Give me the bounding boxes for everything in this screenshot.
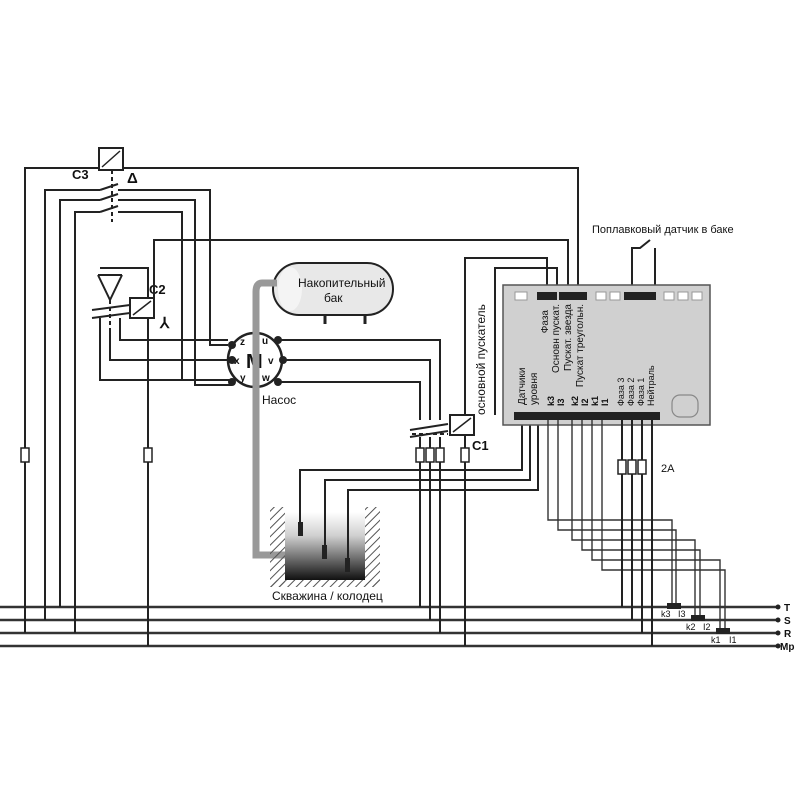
fuse-icon [460, 447, 470, 463]
bus-label-t: T [784, 603, 790, 614]
terminal-label: k1 [590, 396, 600, 406]
tank-label-line2: бак [324, 291, 343, 305]
terminal-label: I3 [556, 398, 566, 406]
terminal-y: y [240, 373, 246, 384]
fuse-icon [637, 459, 647, 475]
left-feeders [20, 167, 153, 646]
terminal-label: I1 [600, 398, 610, 406]
c2-label: C2 [149, 282, 166, 297]
star-label: ⅄ [159, 315, 170, 332]
terminal-label: I2 [580, 398, 590, 406]
well: Скважина / колодец [270, 507, 383, 603]
controller-box [502, 284, 711, 426]
fuse-icon [20, 447, 30, 463]
ct-label: I3 [678, 609, 686, 619]
terminal-v: v [268, 356, 274, 367]
c1-label: C1 [472, 438, 489, 453]
fuse-icon [627, 459, 637, 475]
bus-label-s: S [784, 616, 791, 627]
terminal-label: Фаза 2 [626, 378, 636, 406]
terminal-label: k2 [570, 396, 580, 406]
terminal-label: Фаза [540, 310, 551, 334]
terminal-label: Нейтраль [646, 365, 656, 406]
terminal-label: Основн пускат. [551, 304, 562, 373]
ct-icon [667, 603, 681, 609]
storage-tank: Накопительный бак [272, 262, 394, 324]
ct-label: k2 [686, 622, 696, 632]
float-sensor: Поплавковый датчик в баке [592, 224, 734, 290]
terminal-label: Фаза 3 [616, 378, 626, 406]
fuse-icon [415, 447, 425, 463]
terminal-z: z [240, 337, 245, 348]
terminal-label: Фаза 1 [636, 378, 646, 406]
ct-label: I1 [729, 635, 737, 645]
motor: M z u x v y w Насос [226, 331, 296, 407]
terminal-w: w [261, 373, 270, 384]
fuse-icon [425, 447, 435, 463]
fuse-icon [435, 447, 445, 463]
terminal-label: k3 [546, 396, 556, 406]
contactor-c2: C2 ⅄ [91, 274, 170, 332]
main-starter-label: основной пускатель [474, 304, 488, 415]
terminal-x: x [234, 356, 240, 367]
ct-icon [691, 615, 705, 621]
power-bus: T S R Mp [0, 603, 794, 653]
controller: Фаза Основн пускат. Пускат. звезда Пуска… [502, 284, 711, 426]
tank-icon [272, 262, 394, 316]
bus-label-r: R [784, 629, 792, 640]
contactor-c3: C3 Δ [72, 147, 138, 222]
pump-label: Насос [262, 393, 296, 407]
water-pipe [252, 279, 295, 559]
terminal-label: Пускат треугольн. [575, 304, 586, 387]
contactor-c1: C1 основной пускатель [409, 304, 489, 453]
fuse-icon [617, 459, 627, 475]
delta-label: Δ [127, 170, 138, 187]
terminal-u: u [262, 336, 268, 347]
level-sensors-line2: уровня [529, 373, 540, 405]
level-sensors-line1: Датчики [517, 368, 528, 405]
current-transformers: k3 I3 k2 I2 k1 I1 [661, 603, 737, 645]
terminal-label: Пускат. звезда [563, 304, 574, 371]
tank-label-line1: Накопительный [298, 276, 385, 290]
fuse-icon [143, 447, 153, 463]
c3-label: C3 [72, 167, 89, 182]
float-sensor-label: Поплавковый датчик в баке [592, 224, 734, 236]
ct-label: k1 [711, 635, 721, 645]
bus-label-mp: Mp [780, 642, 794, 653]
fuse-label: 2A [661, 463, 675, 475]
well-label: Скважина / колодец [272, 589, 383, 603]
ct-label: I2 [703, 622, 711, 632]
ct-label: k3 [661, 609, 671, 619]
ct-icon [716, 628, 730, 634]
